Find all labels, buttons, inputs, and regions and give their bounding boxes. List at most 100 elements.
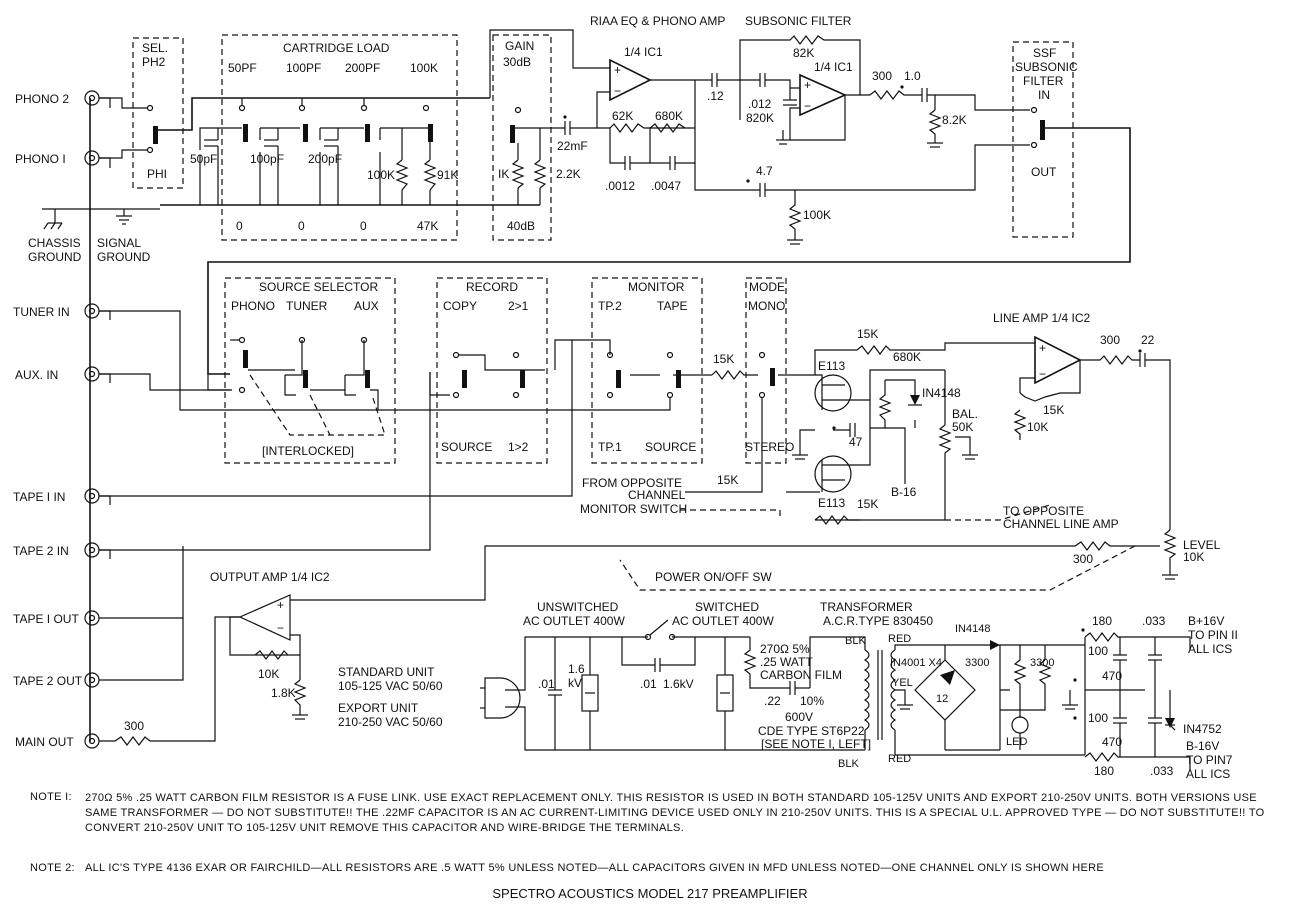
fuse-2: .25 WATT [760, 655, 813, 669]
unswitched-label-1: UNSWITCHED [537, 600, 619, 614]
unswitched-label-2: AC OUTLET 400W [523, 614, 625, 628]
output-amp-r-fb: 10K [258, 667, 279, 681]
cartridge-res-100k: 100K [367, 168, 395, 182]
jack-aux-in-label: AUX. IN [15, 368, 58, 382]
switched-label-1: SWITCHED [695, 600, 759, 614]
line-amp-diode: IN4148 [922, 386, 961, 400]
source-selector-block: SOURCE SELECTOR PHONO TUNER AUX [INTERLO… [99, 277, 396, 464]
record-block: RECORD COPY 2>1 SOURCE 1>2 [378, 277, 548, 464]
subsonic-title: SUBSONIC FILTER [745, 14, 852, 28]
bminus-1: B-16V [1186, 739, 1219, 753]
supply-100a: 100 [1088, 644, 1108, 658]
line-amp-r-top: 15K [857, 327, 878, 341]
riaa-eq-block: RIAA EQ & PHONO AMP 1/4 IC1 +− 22mF 62K … [489, 14, 725, 193]
cartridge-opt-100k: 100K [410, 61, 438, 75]
jack-phono2-label: PHONO 2 [15, 92, 69, 106]
cartridge-title: CARTRIDGE LOAD [283, 41, 390, 55]
monitor-block: MONITOR TP.2 TAPE TP.1 SOURCE [99, 277, 712, 551]
monitor-bottom-tp1: TP.1 [598, 440, 622, 454]
source-opt-phono: PHONO [231, 299, 275, 313]
jack-tape1-in-label: TAPE I IN [13, 490, 65, 504]
cartridge-bottom-3: 0 [360, 219, 367, 233]
note1-text: 270Ω 5% .25 WATT CARBON FILM RESISTOR IS… [85, 792, 1265, 834]
supply-470b: 470 [1102, 735, 1122, 749]
bplus-1: B+16V [1188, 614, 1224, 628]
opposite-monitor-2: CHANNEL [628, 488, 686, 502]
line-amp-r-fb: 680K [893, 350, 921, 364]
riaa-ic: 1/4 IC1 [624, 45, 663, 59]
cap22-1: .22 [764, 694, 781, 708]
line-amp-bal-1: BAL. [952, 407, 978, 421]
ssf-title-1: SSF [1033, 46, 1056, 60]
zener-label: IN4752 [1183, 722, 1222, 736]
gain-bottom: 40dB [507, 219, 535, 233]
wire-blk-top: BLK [845, 635, 866, 647]
supply-470a: 470 [1102, 669, 1122, 683]
subsonic-c-out: 1.0 [904, 69, 921, 83]
jack-tape2-in-label: TAPE 2 IN [13, 544, 69, 558]
cap22-2: 10% [800, 694, 824, 708]
input-jacks: PHONO 2 PHONO I CHASSIS GROUND SIGNAL GR… [13, 90, 160, 749]
svg-text:−: − [1039, 367, 1046, 381]
source-opt-aux: AUX [354, 299, 379, 313]
monitor-opt-tape: TAPE [657, 299, 687, 313]
opposite-monitor-1: FROM OPPOSITE [582, 476, 682, 490]
supply-033b: .033 [1150, 764, 1174, 778]
note2-text: ALL IC'S TYPE 4136 EXAR OR FAIRCHILD—ALL… [85, 862, 1105, 874]
record-opt-2to1: 2>1 [508, 299, 529, 313]
cartridge-bottom-4: 47K [417, 219, 438, 233]
standard-unit-1: STANDARD UNIT [338, 665, 435, 679]
line-amp-bal-2: 50K [952, 420, 973, 434]
cap22-4: CDE TYPE ST6P22 [758, 724, 865, 738]
record-bottom-source: SOURCE [441, 440, 492, 454]
svg-text:+: + [804, 78, 811, 92]
cartridge-bottom-1: 0 [236, 219, 243, 233]
switched-label-2: AC OUTLET 400W [672, 614, 774, 628]
sel-title-2: PH2 [142, 55, 166, 69]
svg-text:−: − [277, 621, 284, 635]
sel-bottom: PHI [147, 167, 167, 181]
level-label-2: 10K [1183, 550, 1204, 564]
chassis-ground-label-1: CHASSIS [28, 236, 81, 250]
opposite-line-2: CHANNEL LINE AMP [1003, 517, 1119, 531]
monitor-title: MONITOR [628, 280, 685, 294]
cartridge-cap-50pf: 50pF [190, 152, 217, 166]
cartridge-cap-200pf: 200pF [308, 152, 342, 166]
power-supply-block: POWER ON/OFF SW UNSWITCHED AC OUTLET 400… [338, 570, 1238, 781]
ssf-title-2: SUBSONIC [1015, 60, 1078, 74]
line-amp-b16: B-16 [891, 485, 917, 499]
cap22-5: [SEE NOTE I, LEFT] [761, 737, 871, 751]
line-amp-r-out: 300 [1100, 333, 1120, 347]
transformer-2: A.C.R.TYPE 830450 [823, 614, 933, 628]
ssf-switch-block: SSF SUBSONIC FILTER IN OUT [207, 41, 1131, 375]
source-selector-title: SOURCE SELECTOR [259, 280, 378, 294]
power-cap-01b: .01 [640, 677, 657, 691]
riaa-c1: .0012 [605, 179, 635, 193]
line-amp-r-fb2: 15K [1043, 403, 1064, 417]
output-amp-r-gnd: 1.8K [271, 686, 296, 700]
line-amp-r-bot: 15K [857, 497, 878, 511]
mode-title-1: MODE [749, 280, 785, 294]
record-title: RECORD [466, 280, 518, 294]
source-opt-tuner: TUNER [286, 299, 328, 313]
transformer-1: TRANSFORMER [820, 600, 913, 614]
opposite-line-1: TO OPPOSITE [1003, 504, 1084, 518]
export-unit-2: 210-250 VAC 50/60 [338, 715, 443, 729]
cap22-3: 600V [785, 710, 813, 724]
subsonic-r-gnd: 820K [746, 111, 774, 125]
schematic: PHONO 2 PHONO I CHASSIS GROUND SIGNAL GR… [13, 14, 1238, 781]
svg-text:+: + [614, 63, 621, 77]
cartridge-cap-100pf: 100pF [250, 152, 284, 166]
jack-tape2-out-label: TAPE 2 OUT [13, 674, 83, 688]
record-bottom-1to2: 1>2 [508, 440, 529, 454]
standard-unit-2: 105-125 VAC 50/60 [338, 679, 443, 693]
rect-in4148: IN4148 [955, 623, 990, 635]
mode-title-2: MONO [748, 299, 785, 313]
bplus-3: ALL ICS [1188, 642, 1232, 656]
gain-title-1: GAIN [505, 39, 534, 53]
line-amp-fet-bot: E113 [818, 496, 845, 510]
subsonic-r-out: 300 [872, 69, 892, 83]
subsonic-c2: .012 [748, 97, 772, 111]
jack-tuner-in-label: TUNER IN [13, 305, 70, 319]
signal-ground-label-2: GROUND [97, 250, 151, 264]
